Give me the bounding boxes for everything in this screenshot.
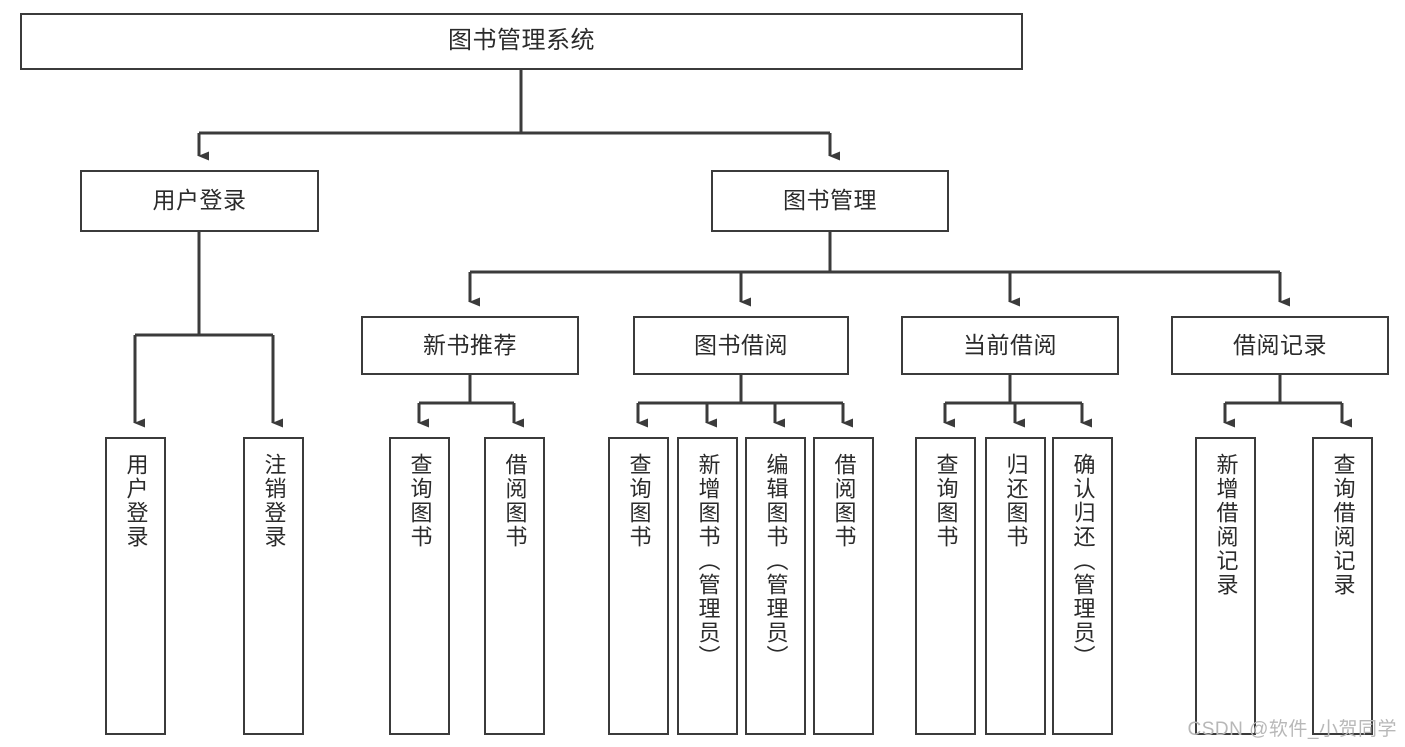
- edge-currentborrow-to-leaves: [943, 375, 1092, 428]
- node-label: 新增借阅记录: [1213, 453, 1239, 597]
- node-leaf-query-record[interactable]: 查询借阅记录: [1312, 437, 1373, 735]
- node-label: 用户登录: [123, 453, 149, 549]
- edge-bookborrow-to-leaves: [636, 375, 853, 428]
- node-label: 图书管理: [783, 187, 877, 214]
- edge-borrowrecord-to-leaves: [1223, 375, 1352, 428]
- node-leaf-borrow-book-1[interactable]: 借阅图书: [484, 437, 545, 735]
- node-book-borrow[interactable]: 图书借阅: [633, 316, 849, 375]
- node-label: 查询借阅记录: [1330, 453, 1356, 597]
- node-label: 新增图书（管理员）: [695, 453, 721, 669]
- node-label: 用户登录: [152, 187, 247, 214]
- node-label: 图书借阅: [694, 331, 788, 358]
- node-leaf-query-book-2[interactable]: 查询图书: [608, 437, 669, 735]
- node-leaf-logout[interactable]: 注销登录: [243, 437, 304, 735]
- node-leaf-return-book[interactable]: 归还图书: [985, 437, 1046, 735]
- node-label: 借阅图书: [831, 453, 857, 549]
- node-user-login[interactable]: 用户登录: [80, 170, 319, 232]
- node-leaf-borrow-book-2[interactable]: 借阅图书: [813, 437, 874, 735]
- edge-userlogin-to-leaves: [133, 232, 283, 428]
- csdn-watermark: CSDN @软件_小贺同学: [1187, 719, 1397, 740]
- node-label: 查询图书: [933, 453, 959, 549]
- node-label: 确认归还（管理员）: [1070, 453, 1096, 669]
- node-borrow-record[interactable]: 借阅记录: [1171, 316, 1389, 375]
- node-label: 借阅记录: [1233, 331, 1327, 358]
- node-label: 查询图书: [626, 453, 652, 549]
- node-book-management-system[interactable]: 图书管理系统: [20, 13, 1023, 70]
- node-leaf-query-book-3[interactable]: 查询图书: [915, 437, 976, 735]
- node-book-manage[interactable]: 图书管理: [711, 170, 949, 232]
- node-current-borrow[interactable]: 当前借阅: [901, 316, 1119, 375]
- edge-root-to-level2: [197, 70, 840, 161]
- node-label: 注销登录: [261, 453, 287, 549]
- node-leaf-confirm-return[interactable]: 确认归还（管理员）: [1052, 437, 1113, 735]
- node-label: 编辑图书（管理员）: [763, 453, 789, 669]
- node-label: 图书管理系统: [448, 27, 595, 55]
- node-leaf-edit-book[interactable]: 编辑图书（管理员）: [745, 437, 806, 735]
- node-leaf-add-record[interactable]: 新增借阅记录: [1195, 437, 1256, 735]
- node-label: 归还图书: [1003, 453, 1029, 549]
- node-label: 新书推荐: [423, 331, 517, 358]
- edge-bookmanage-to-level3: [468, 232, 1290, 307]
- node-label: 借阅图书: [502, 453, 528, 549]
- node-new-book-recommend[interactable]: 新书推荐: [361, 316, 579, 375]
- node-leaf-add-book[interactable]: 新增图书（管理员）: [677, 437, 738, 735]
- edge-newbook-to-leaves: [417, 375, 524, 428]
- node-label: 当前借阅: [963, 331, 1057, 358]
- node-leaf-user-login[interactable]: 用户登录: [105, 437, 166, 735]
- node-label: 查询图书: [407, 453, 433, 549]
- node-leaf-query-book-1[interactable]: 查询图书: [389, 437, 450, 735]
